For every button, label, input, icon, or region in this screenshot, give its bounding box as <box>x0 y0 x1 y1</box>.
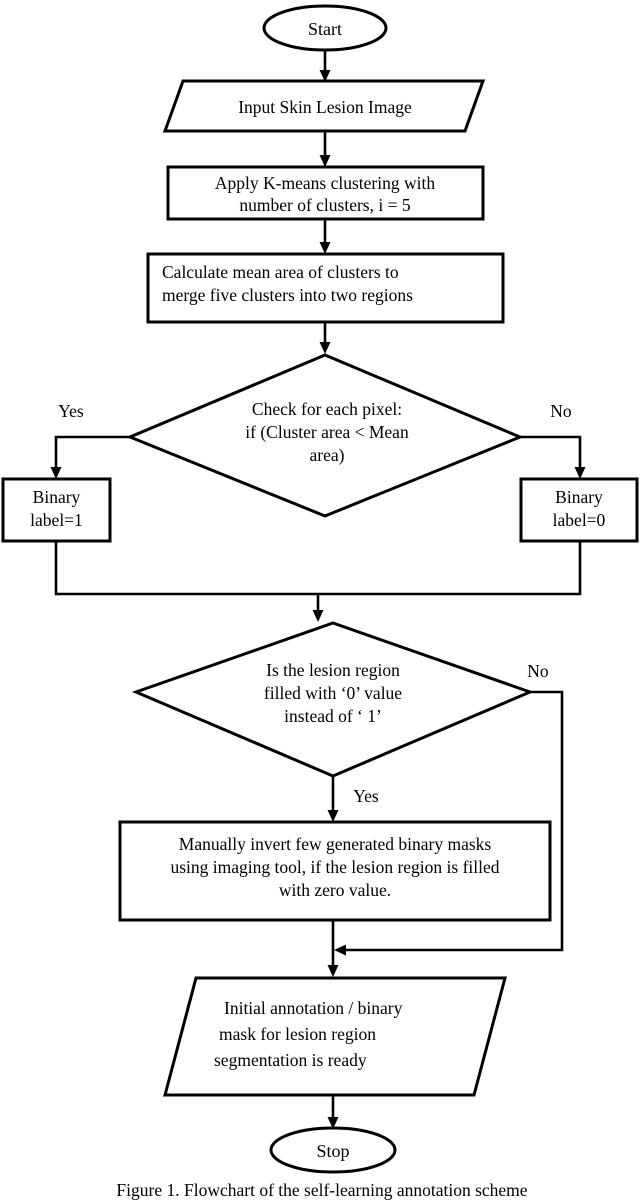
node-binary-label-1-line2: label=1 <box>30 510 83 530</box>
node-decision-invert-line1: Is the lesion region <box>266 660 400 680</box>
connector-input-to-kmeans <box>319 131 331 167</box>
connector-invert-no <box>334 690 564 956</box>
edge-label-invert-no: No <box>527 661 549 681</box>
node-start-label: Start <box>308 19 342 39</box>
node-stop: Stop <box>269 1126 397 1174</box>
connector-binary-merge <box>54 541 582 622</box>
connector-invert-yes <box>327 776 339 822</box>
node-binary-label-0-line2: label=0 <box>553 510 606 530</box>
connector-kmeans-to-meanarea <box>319 219 331 254</box>
node-binary-label-1: Binary label=1 <box>1 477 112 543</box>
node-mean-area: Calculate mean area of clusters to merge… <box>146 252 505 324</box>
node-manual-invert: Manually invert few generated binary mas… <box>118 820 552 922</box>
node-decision-pixel-line3: area) <box>310 445 345 465</box>
node-decision-pixel: Check for each pixel: if (Cluster area <… <box>126 353 524 518</box>
node-decision-invert: Is the lesion region filled with ‘0’ val… <box>131 621 535 778</box>
node-binary-label-1-line1: Binary <box>33 487 81 507</box>
node-input-image: Input Skin Lesion Image <box>162 79 486 133</box>
node-output-mask-line3: segmentation is ready <box>214 1050 367 1070</box>
node-kmeans: Apply K-means clustering with number of … <box>166 165 485 221</box>
node-mean-area-line1: Calculate mean area of clusters to <box>162 262 399 282</box>
edge-label-pixel-yes: Yes <box>58 401 84 421</box>
node-decision-invert-line3: instead of ‘ 1’ <box>284 706 382 726</box>
connector-pixel-yes <box>50 435 130 479</box>
node-decision-pixel-line1: Check for each pixel: <box>252 399 402 419</box>
node-input-image-label: Input Skin Lesion Image <box>238 97 412 117</box>
node-binary-label-0: Binary label=0 <box>519 477 639 543</box>
node-kmeans-line2: number of clusters, i = 5 <box>239 195 410 215</box>
edge-label-pixel-no: No <box>550 401 572 421</box>
node-kmeans-line1: Apply K-means clustering with <box>215 173 435 193</box>
node-decision-invert-line2: filled with ‘0’ value <box>264 683 402 703</box>
connector-pixel-no <box>520 435 586 479</box>
edge-label-invert-yes: Yes <box>353 786 379 806</box>
node-manual-invert-line3: with zero value. <box>279 880 391 900</box>
node-decision-pixel-line2: if (Cluster area < Mean <box>245 422 409 442</box>
node-binary-label-0-line1: Binary <box>555 487 603 507</box>
node-output-mask-line2: mask for lesion region <box>219 1024 376 1044</box>
node-start: Start <box>262 4 388 52</box>
figure-caption: Figure 1. Flowchart of the self-learning… <box>116 1180 527 1200</box>
node-output-mask: Initial annotation / binary mask for les… <box>163 976 507 1097</box>
connector-start-to-input <box>319 50 331 82</box>
node-output-mask-line1: Initial annotation / binary <box>224 998 403 1018</box>
connector-output-to-stop <box>327 1095 339 1129</box>
node-stop-label: Stop <box>316 1141 349 1161</box>
node-manual-invert-line1: Manually invert few generated binary mas… <box>179 834 492 854</box>
connector-meanarea-to-decision-pixel <box>319 322 331 354</box>
connector-manual-to-output <box>327 920 339 977</box>
node-mean-area-line2: merge five clusters into two regions <box>162 285 413 305</box>
node-manual-invert-line2: using imaging tool, if the lesion region… <box>170 857 499 877</box>
